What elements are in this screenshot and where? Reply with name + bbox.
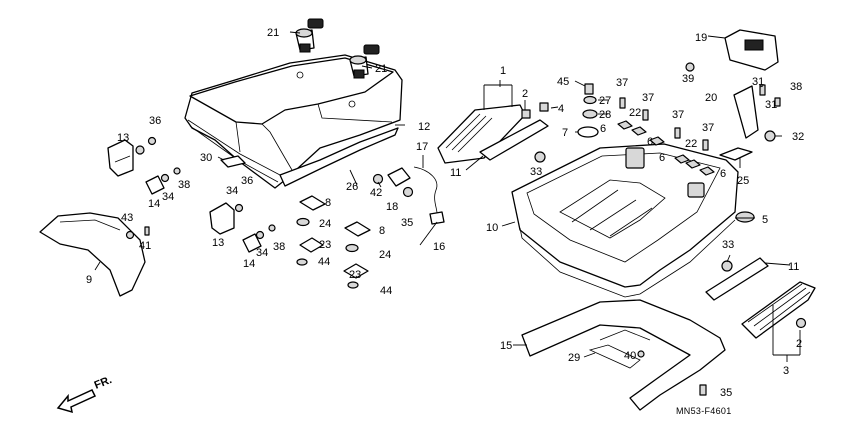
part-label: 34 xyxy=(226,185,238,197)
part-label: 16 xyxy=(433,241,445,253)
trunk-lid xyxy=(184,54,403,189)
seal-plate xyxy=(220,155,246,168)
front-direction-arrow: FR. xyxy=(56,374,114,414)
part-label: 27 xyxy=(599,95,611,107)
part-label: 41 xyxy=(139,240,151,252)
part-label: 14 xyxy=(243,258,255,270)
part-label: 20 xyxy=(705,92,717,104)
part-label: 12 xyxy=(418,121,430,133)
screw-41 xyxy=(144,226,150,236)
part-label: 9 xyxy=(86,274,92,286)
part-label: 24 xyxy=(379,249,391,261)
part-label: 35 xyxy=(720,387,732,399)
part-label: 33 xyxy=(722,239,734,251)
part-label: 2 xyxy=(522,88,528,100)
part-label: 4 xyxy=(558,103,564,115)
part-label: 37 xyxy=(672,109,684,121)
part-label: 36 xyxy=(241,175,253,187)
front-label: FR. xyxy=(93,374,114,392)
part-label: 44 xyxy=(318,256,330,268)
part-label: 21 xyxy=(375,63,387,75)
part-label: 33 xyxy=(530,166,542,178)
part-label: 2 xyxy=(796,338,802,350)
fasteners-group-right xyxy=(617,97,715,176)
part-label: 14 xyxy=(148,198,160,210)
base-tray xyxy=(521,299,726,411)
latch-assembly xyxy=(685,29,781,161)
part-label: 43 xyxy=(121,212,133,224)
washer-43 xyxy=(125,230,135,240)
part-label: 40 xyxy=(624,350,636,362)
part-label: 7 xyxy=(562,127,568,139)
stay-brackets xyxy=(296,195,371,289)
part-label: 31 xyxy=(765,99,777,111)
part-label: 26 xyxy=(346,181,358,193)
part-label: 36 xyxy=(149,115,161,127)
part-label: 23 xyxy=(319,239,331,251)
part-label: 37 xyxy=(642,92,654,104)
part-label: 38 xyxy=(178,179,190,191)
side-rail-assembly xyxy=(437,104,549,164)
part-label: 3 xyxy=(783,365,789,377)
side-rail-lower xyxy=(705,257,816,339)
part-label: 23 xyxy=(349,269,361,281)
part-label: 45 xyxy=(557,76,569,88)
part-label: 6 xyxy=(659,152,665,164)
part-label: 5 xyxy=(762,214,768,226)
part-label: 22 xyxy=(629,107,641,119)
hinge-assembly-lower xyxy=(209,202,276,253)
leader-lines xyxy=(94,31,801,362)
part-label: 15 xyxy=(500,340,512,352)
part-label: 8 xyxy=(379,225,385,237)
part-label: 37 xyxy=(702,122,714,134)
part-label: 24 xyxy=(319,218,331,230)
part-label: 35 xyxy=(401,217,413,229)
part-label: 13 xyxy=(117,132,129,144)
diagram-code: MN53-F4601 xyxy=(676,406,732,416)
part-label: 25 xyxy=(737,175,749,187)
part-label: 6 xyxy=(720,168,726,180)
part-label: 1 xyxy=(500,65,506,77)
lock-cable xyxy=(372,166,445,225)
part-label: 13 xyxy=(212,237,224,249)
storage-box-body xyxy=(511,143,739,298)
part-label: 19 xyxy=(695,32,707,44)
part-label: 38 xyxy=(273,241,285,253)
part-label: 6 xyxy=(600,123,606,135)
key-lock-cylinder-right xyxy=(349,44,380,79)
key-lock-cylinder-left xyxy=(295,18,324,53)
part-label: 39 xyxy=(682,73,694,85)
part-label: 10 xyxy=(486,222,498,234)
part-label: 21 xyxy=(267,27,279,39)
hinge-assembly-upper xyxy=(107,136,181,195)
cap-5 xyxy=(735,211,755,223)
part-label: 42 xyxy=(370,187,382,199)
backrest-pad xyxy=(39,212,146,297)
part-label: 17 xyxy=(416,141,428,153)
part-label: 29 xyxy=(568,352,580,364)
part-label: 38 xyxy=(790,81,802,93)
part-number-labels: 1 2 2 3 4 5 6 6 6 6 7 8 8 9 10 11 11 12 … xyxy=(86,27,804,399)
part-label: 32 xyxy=(792,131,804,143)
part-label: 37 xyxy=(616,77,628,89)
part-label: 11 xyxy=(450,167,461,179)
part-label: 8 xyxy=(325,197,331,209)
part-label: 11 xyxy=(788,261,799,273)
part-label: 34 xyxy=(162,191,174,203)
part-label: 18 xyxy=(386,201,398,213)
part-label: 28 xyxy=(599,109,611,121)
part-label: 6 xyxy=(647,136,653,148)
part-label: 34 xyxy=(256,247,268,259)
part-label: 30 xyxy=(200,152,212,164)
part-label: 44 xyxy=(380,285,392,297)
part-label: 22 xyxy=(685,138,697,150)
part-label: 31 xyxy=(752,76,764,88)
